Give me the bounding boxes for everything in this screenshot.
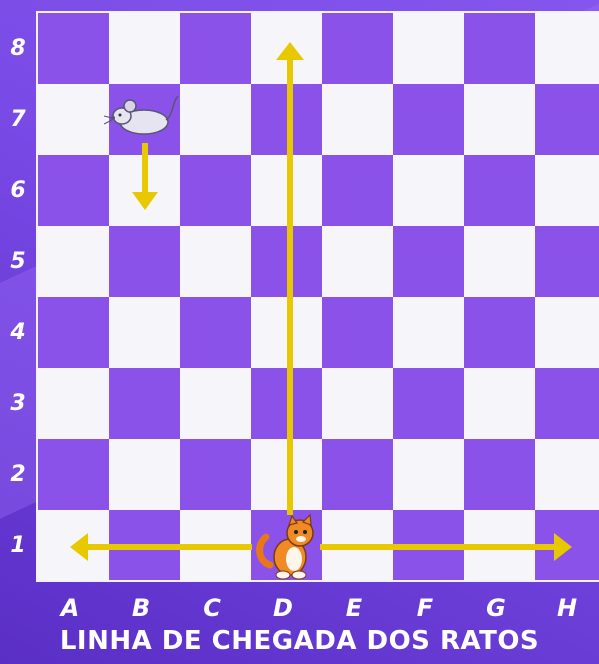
cat-move-arrow-up	[276, 42, 304, 515]
mouse-move-arrow	[132, 143, 158, 210]
cat-move-arrow-right	[320, 533, 572, 561]
mouse-icon[interactable]	[104, 96, 178, 134]
cat-move-arrow-left	[70, 533, 252, 561]
cat-icon[interactable]	[260, 515, 313, 579]
